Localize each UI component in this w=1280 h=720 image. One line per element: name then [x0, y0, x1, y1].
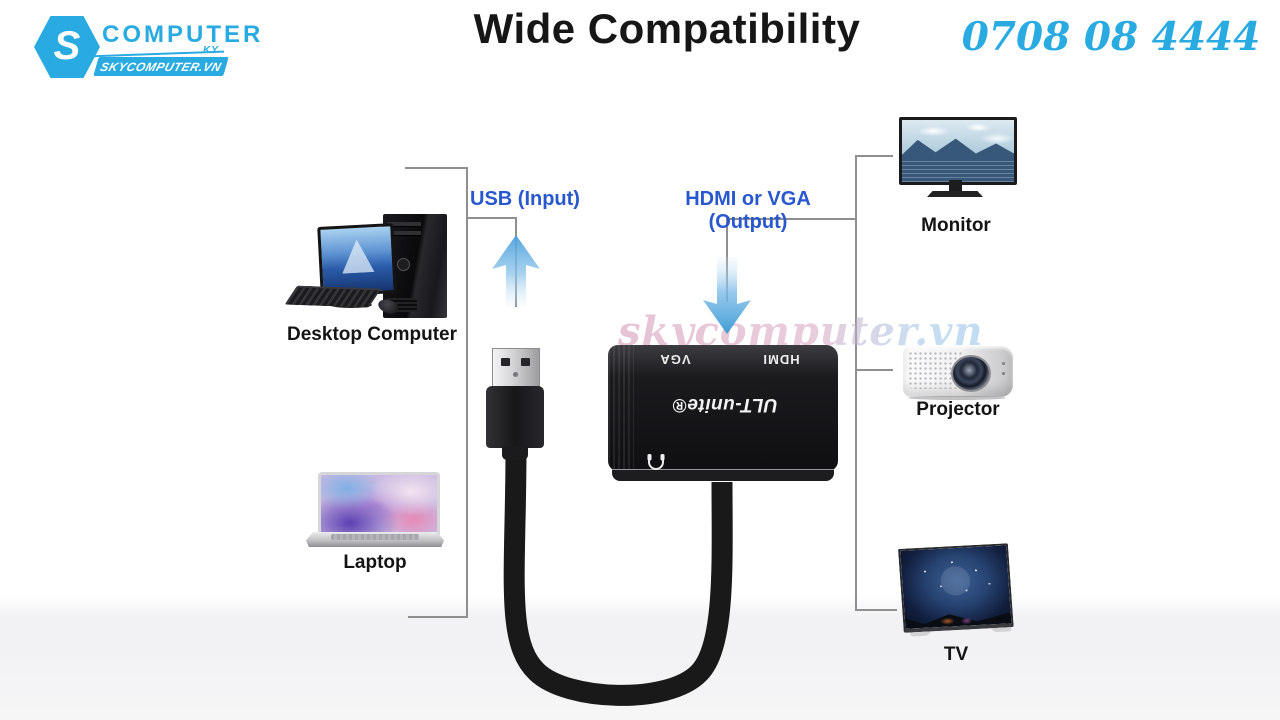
usb-hdmi-vga-adapter: VGA HDMI ULT-unite®	[608, 345, 838, 481]
skycomputer-logo: S COMPUTER KY SKYCOMPUTER.VN	[0, 0, 260, 95]
usb-contact	[501, 358, 510, 366]
logo-letter: S	[53, 24, 81, 68]
monitor-screen	[899, 117, 1017, 185]
usb-connector	[486, 346, 544, 462]
hdmi-port-label: HDMI	[762, 352, 800, 367]
output-label: HDMI or VGA (Output)	[685, 188, 811, 233]
background-band	[0, 595, 1280, 720]
laptop-screen	[318, 472, 440, 535]
usb-up-arrow	[492, 235, 540, 306]
usb-contact-dot	[513, 372, 518, 377]
usb-input-label: USB (Input)	[470, 188, 580, 210]
monitor-base	[927, 191, 983, 197]
tv-foot	[990, 627, 1014, 633]
phone-number: 0708 08 4444	[961, 14, 1261, 60]
monitor-stand	[949, 180, 962, 192]
logo-site-banner: SKYCOMPUTER.VN	[93, 57, 229, 76]
tv-foot	[908, 631, 931, 637]
right-bracket-line	[855, 155, 897, 611]
drive-bay	[387, 231, 421, 236]
projector-body	[903, 346, 1013, 397]
drive-bay	[387, 222, 421, 227]
projector-label: Projector	[916, 399, 1000, 420]
projector-lens	[951, 355, 991, 392]
usb-plug-body	[486, 386, 544, 448]
logo-site-text: SKYCOMPUTER.VN	[98, 59, 224, 74]
laptop-keyboard	[330, 534, 420, 540]
adapter-grip	[608, 345, 634, 471]
logo-hexagon-icon: S	[34, 16, 100, 78]
projector-button	[1002, 372, 1005, 375]
monitor-wallpaper-mountains	[902, 138, 1014, 182]
laptop-label: Laptop	[343, 552, 407, 573]
page-title: Wide Compatibility	[473, 5, 861, 52]
logo-brand-text: COMPUTER	[102, 21, 264, 48]
desktop-computer-label: Desktop Computer	[287, 324, 457, 345]
power-button	[397, 258, 410, 271]
keyboard	[284, 285, 382, 308]
adapter-side-face	[612, 469, 834, 481]
headphone-icon	[647, 454, 665, 470]
projector-shadow	[908, 396, 1006, 400]
tv-screen	[897, 543, 1014, 633]
logo-sub-text: KY	[203, 45, 219, 56]
usb-stub-line	[467, 217, 517, 307]
laptop-base	[306, 532, 444, 547]
projector-button	[1002, 362, 1005, 365]
usb-contact	[521, 358, 530, 366]
usb-strain-relief	[502, 446, 528, 460]
tv	[897, 539, 1017, 641]
monitor-label: Monitor	[921, 215, 991, 236]
tv-label: TV	[943, 644, 969, 665]
adapter-brand: ULT-unite®	[672, 394, 778, 415]
vga-port-label: VGA	[659, 352, 691, 367]
usb-metal-plug	[492, 348, 540, 387]
monitor-wallpaper-water	[902, 159, 1014, 182]
